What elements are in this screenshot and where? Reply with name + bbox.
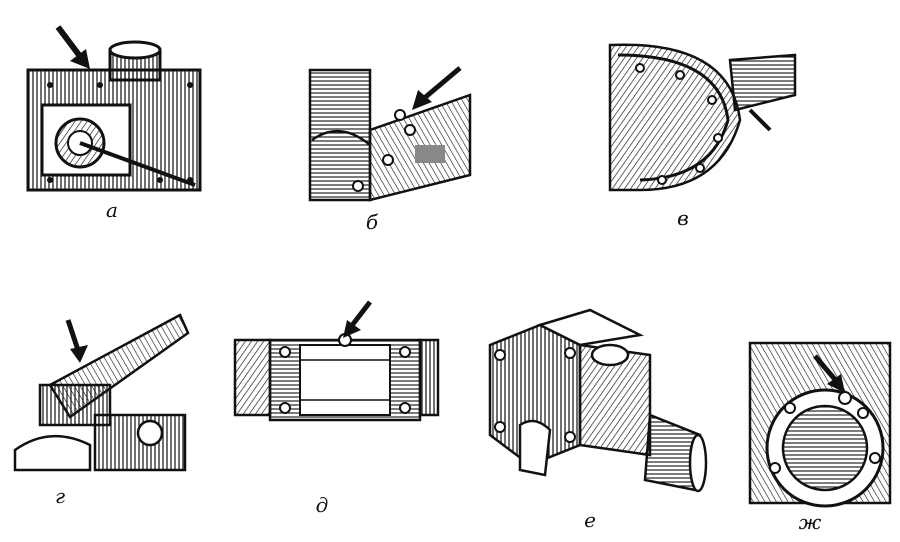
caption-d: д bbox=[315, 493, 329, 517]
caption-g: г bbox=[54, 484, 66, 508]
arrow-icon bbox=[65, 319, 88, 363]
arrow-icon bbox=[412, 66, 462, 110]
figure-e-joint-housing bbox=[480, 305, 720, 515]
figure-zh-hub-cap bbox=[745, 338, 895, 508]
caption-b: б bbox=[365, 210, 379, 234]
figure-g-shaft-joint bbox=[10, 305, 190, 475]
caption-a: а bbox=[106, 198, 118, 222]
arrow-icon bbox=[343, 300, 372, 338]
figure-d-joint-cylinder bbox=[225, 300, 440, 440]
caption-v: в bbox=[677, 206, 689, 230]
caption-zh: ж bbox=[798, 510, 822, 534]
figure-v-axle-flange bbox=[600, 40, 800, 195]
figure-a-gearbox-housing bbox=[20, 25, 210, 200]
caption-e: е bbox=[584, 508, 596, 532]
arrow-icon bbox=[813, 354, 845, 393]
arrow-icon bbox=[55, 25, 90, 69]
figure-b-bracket bbox=[300, 60, 475, 205]
